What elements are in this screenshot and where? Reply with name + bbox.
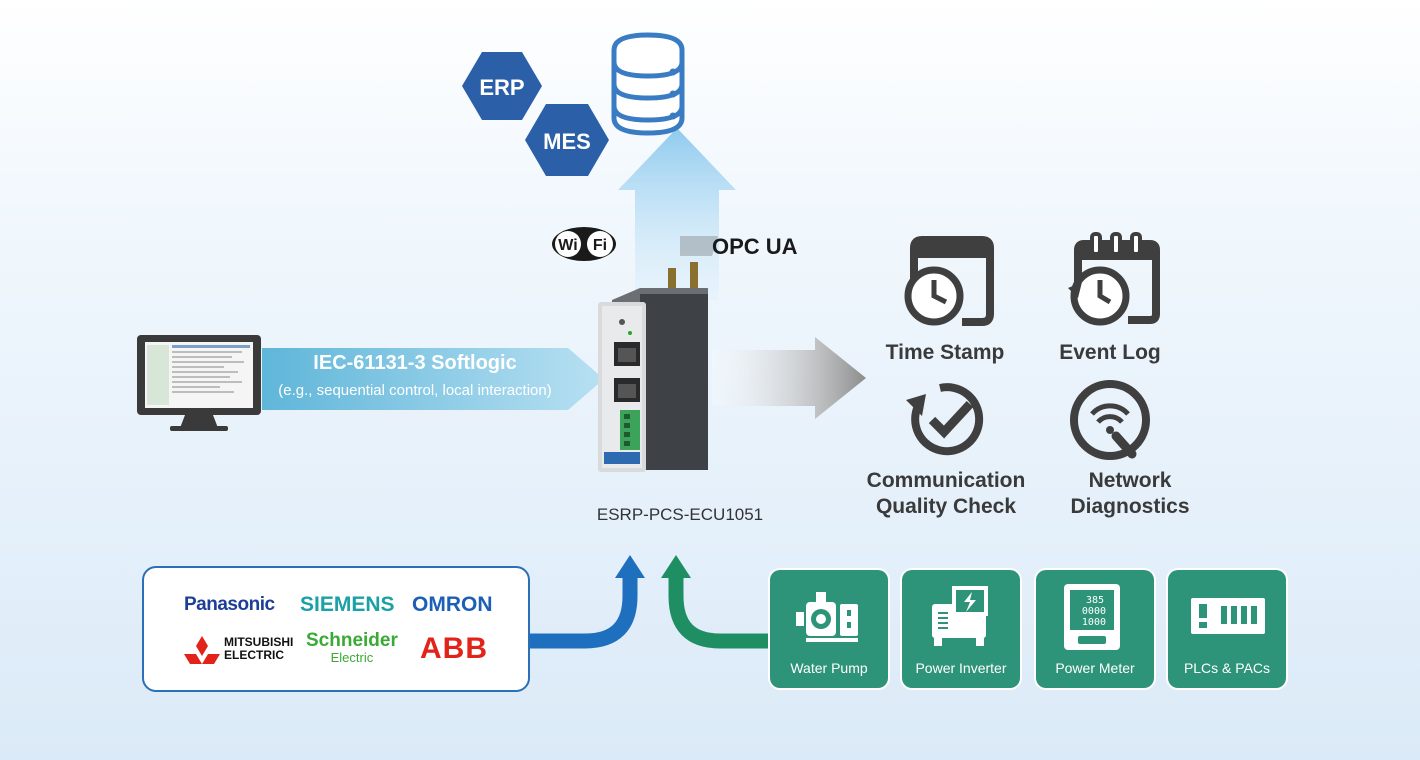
brand-schneider: Schneider Electric: [306, 630, 398, 665]
brand-panasonic: Panasonic: [184, 594, 275, 615]
device-card-plcs-pacs: PLCs & PACs: [1168, 570, 1286, 688]
device-label-plcs-pacs: PLCs & PACs: [1183, 660, 1271, 676]
erp-hexagon: ERP: [462, 52, 542, 120]
water-pump-icon: [796, 592, 858, 642]
power-inverter-icon: [932, 586, 988, 646]
feature-label-network-diagnostics: Network Diagnostics: [1040, 468, 1220, 520]
gateway-device-image: [598, 262, 708, 472]
device-label-power-meter: Power Meter: [1055, 660, 1135, 676]
device-card-water-pump: Water Pump: [770, 570, 888, 688]
brands-arrow-head: [615, 555, 645, 578]
feature-label-communication-line2: Quality Check: [875, 495, 1017, 518]
device-card-power-inverter: Power Inverter: [902, 570, 1020, 688]
meter-readout-2: 0000: [1082, 606, 1106, 617]
brand-abb: ABB: [420, 632, 488, 665]
power-meter-icon: 385 0000 1000: [1064, 584, 1120, 650]
mes-hexagon: MES: [525, 104, 609, 176]
softlogic-subtitle: (e.g., sequential control, local interac…: [278, 382, 552, 399]
mes-label: MES: [543, 129, 591, 154]
device-name-label: ESRP-PCS-ECU1051: [596, 505, 764, 524]
brands-arrow: [530, 575, 638, 649]
calendar-clock-icon: [1068, 232, 1160, 326]
database-icon: [611, 32, 685, 136]
devices-arrow-head: [661, 555, 691, 578]
softlogic-arrow: [262, 348, 604, 410]
svg-text:Fi: Fi: [593, 237, 607, 254]
mitsubishi-logo-icon: [184, 636, 220, 664]
feature-label-time-stamp: Time Stamp: [885, 341, 1005, 364]
check-circle-icon: [906, 383, 984, 456]
clock-window-icon: [904, 236, 994, 326]
brand-mitsubishi-line1: MITSUBISHI: [224, 635, 294, 649]
monitor-icon: [137, 335, 261, 431]
wifi-wrench-icon: [1070, 380, 1150, 460]
feature-label-event-log: Event Log: [1059, 341, 1161, 364]
opcua-logo-icon: OPC UA: [680, 234, 798, 259]
plc-icon: [1191, 598, 1265, 634]
erp-label: ERP: [479, 75, 524, 100]
wifi-logo-icon: Wi Fi: [552, 227, 616, 261]
uplink-arrow: [618, 128, 736, 300]
feature-label-communication-line1: Communication: [866, 469, 1026, 492]
brand-schneider-line2: Electric: [330, 650, 374, 665]
feature-label-network-line2: Diagnostics: [1070, 495, 1190, 518]
brand-schneider-line1: Schneider: [306, 630, 398, 651]
device-card-power-meter: 385 0000 1000 Power Meter: [1036, 570, 1154, 688]
devices-arrow: [668, 575, 770, 649]
feature-label-network-line1: Network: [1088, 469, 1172, 492]
feature-label-communication-quality: Communication Quality Check: [846, 468, 1046, 520]
brand-mitsubishi-line2: ELECTRIC: [224, 648, 284, 662]
softlogic-title: IEC-61131-3 Softlogic: [313, 352, 517, 374]
svg-text:Wi: Wi: [558, 237, 577, 254]
meter-readout-1: 385: [1086, 595, 1104, 606]
brand-siemens: SIEMENS: [300, 593, 395, 616]
device-label-water-pump: Water Pump: [790, 660, 868, 676]
features-arrow: [712, 337, 866, 419]
brand-omron: OMRON: [412, 593, 493, 616]
brands-box: Panasonic SIEMENS OMRON MITSUBISHI ELECT…: [142, 566, 530, 692]
device-label-power-inverter: Power Inverter: [915, 660, 1007, 676]
brand-mitsubishi: MITSUBISHI ELECTRIC: [224, 636, 293, 662]
meter-readout-3: 1000: [1082, 617, 1106, 628]
opcua-label: OPC UA: [712, 234, 798, 259]
